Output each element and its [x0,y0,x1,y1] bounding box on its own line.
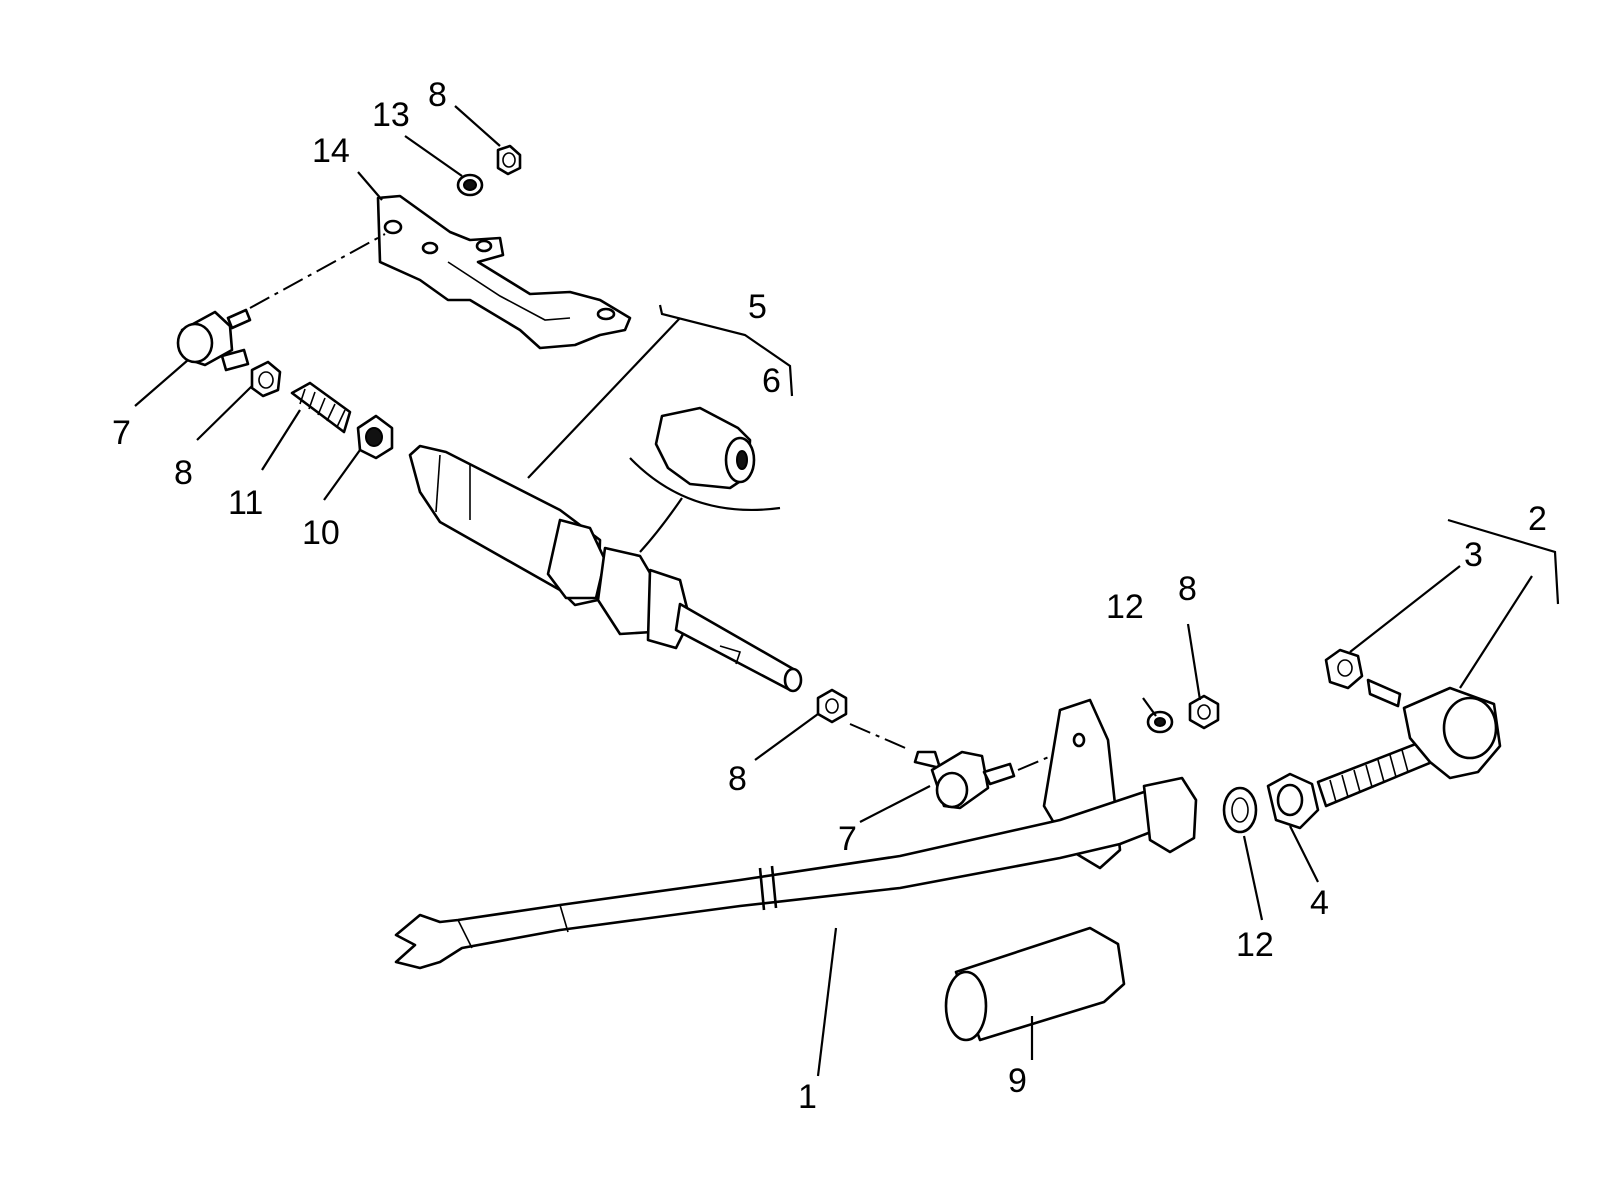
stud-part-10 [290,381,352,434]
callout-14: 9 [1008,1062,1027,1100]
washer-part-11 [1222,786,1258,834]
grip-part-14 [944,926,1126,1042]
callout-7-middle: 7 [838,820,857,858]
callout-3: 3 [1464,536,1483,574]
boot-part-6 [629,406,781,553]
damper-part-5 [408,444,803,693]
lever-arm-part-1 [394,698,1198,970]
callout-1: 1 [798,1078,817,1116]
callout-10: 11 [228,484,263,522]
nut-part-8-left [250,360,282,398]
callout-8-left: 8 [174,454,193,492]
nut-part-8-right [1188,694,1220,730]
washer-part-12-right [1146,710,1174,734]
callout-12-right: 12 [1106,588,1144,626]
callout-labels: 8 13 14 5 6 7 8 11 10 2 3 8 12 8 7 4 12 … [112,76,1547,1116]
callout-4: 4 [1310,884,1329,922]
callout-8-right: 8 [1178,570,1197,608]
nut-part-3 [1324,648,1364,690]
bracket-part-13 [376,194,632,350]
ball-joint-part-7-middle [913,750,1016,810]
callout-8-middle: 8 [728,760,747,798]
callout-12-top: 13 [372,96,410,134]
nut-part-9 [356,414,394,460]
nut-part-8-middle [816,688,848,724]
nut-part-4 [1266,772,1320,830]
ball-joint-part-7-left [176,308,252,372]
callout-6: 6 [762,362,781,400]
callout-13: 14 [312,132,350,170]
washer-part-12-top [456,173,484,197]
callout-5: 5 [748,288,767,326]
callout-9: 10 [302,514,340,552]
nut-part-8-top [496,144,522,176]
tie-rod-end-part-2 [1316,678,1502,808]
callout-2: 2 [1528,500,1547,538]
callout-11: 12 [1236,926,1274,964]
callout-7-left: 7 [112,414,131,452]
leader-lines [134,105,1560,1077]
callout-8-top: 8 [428,76,447,114]
